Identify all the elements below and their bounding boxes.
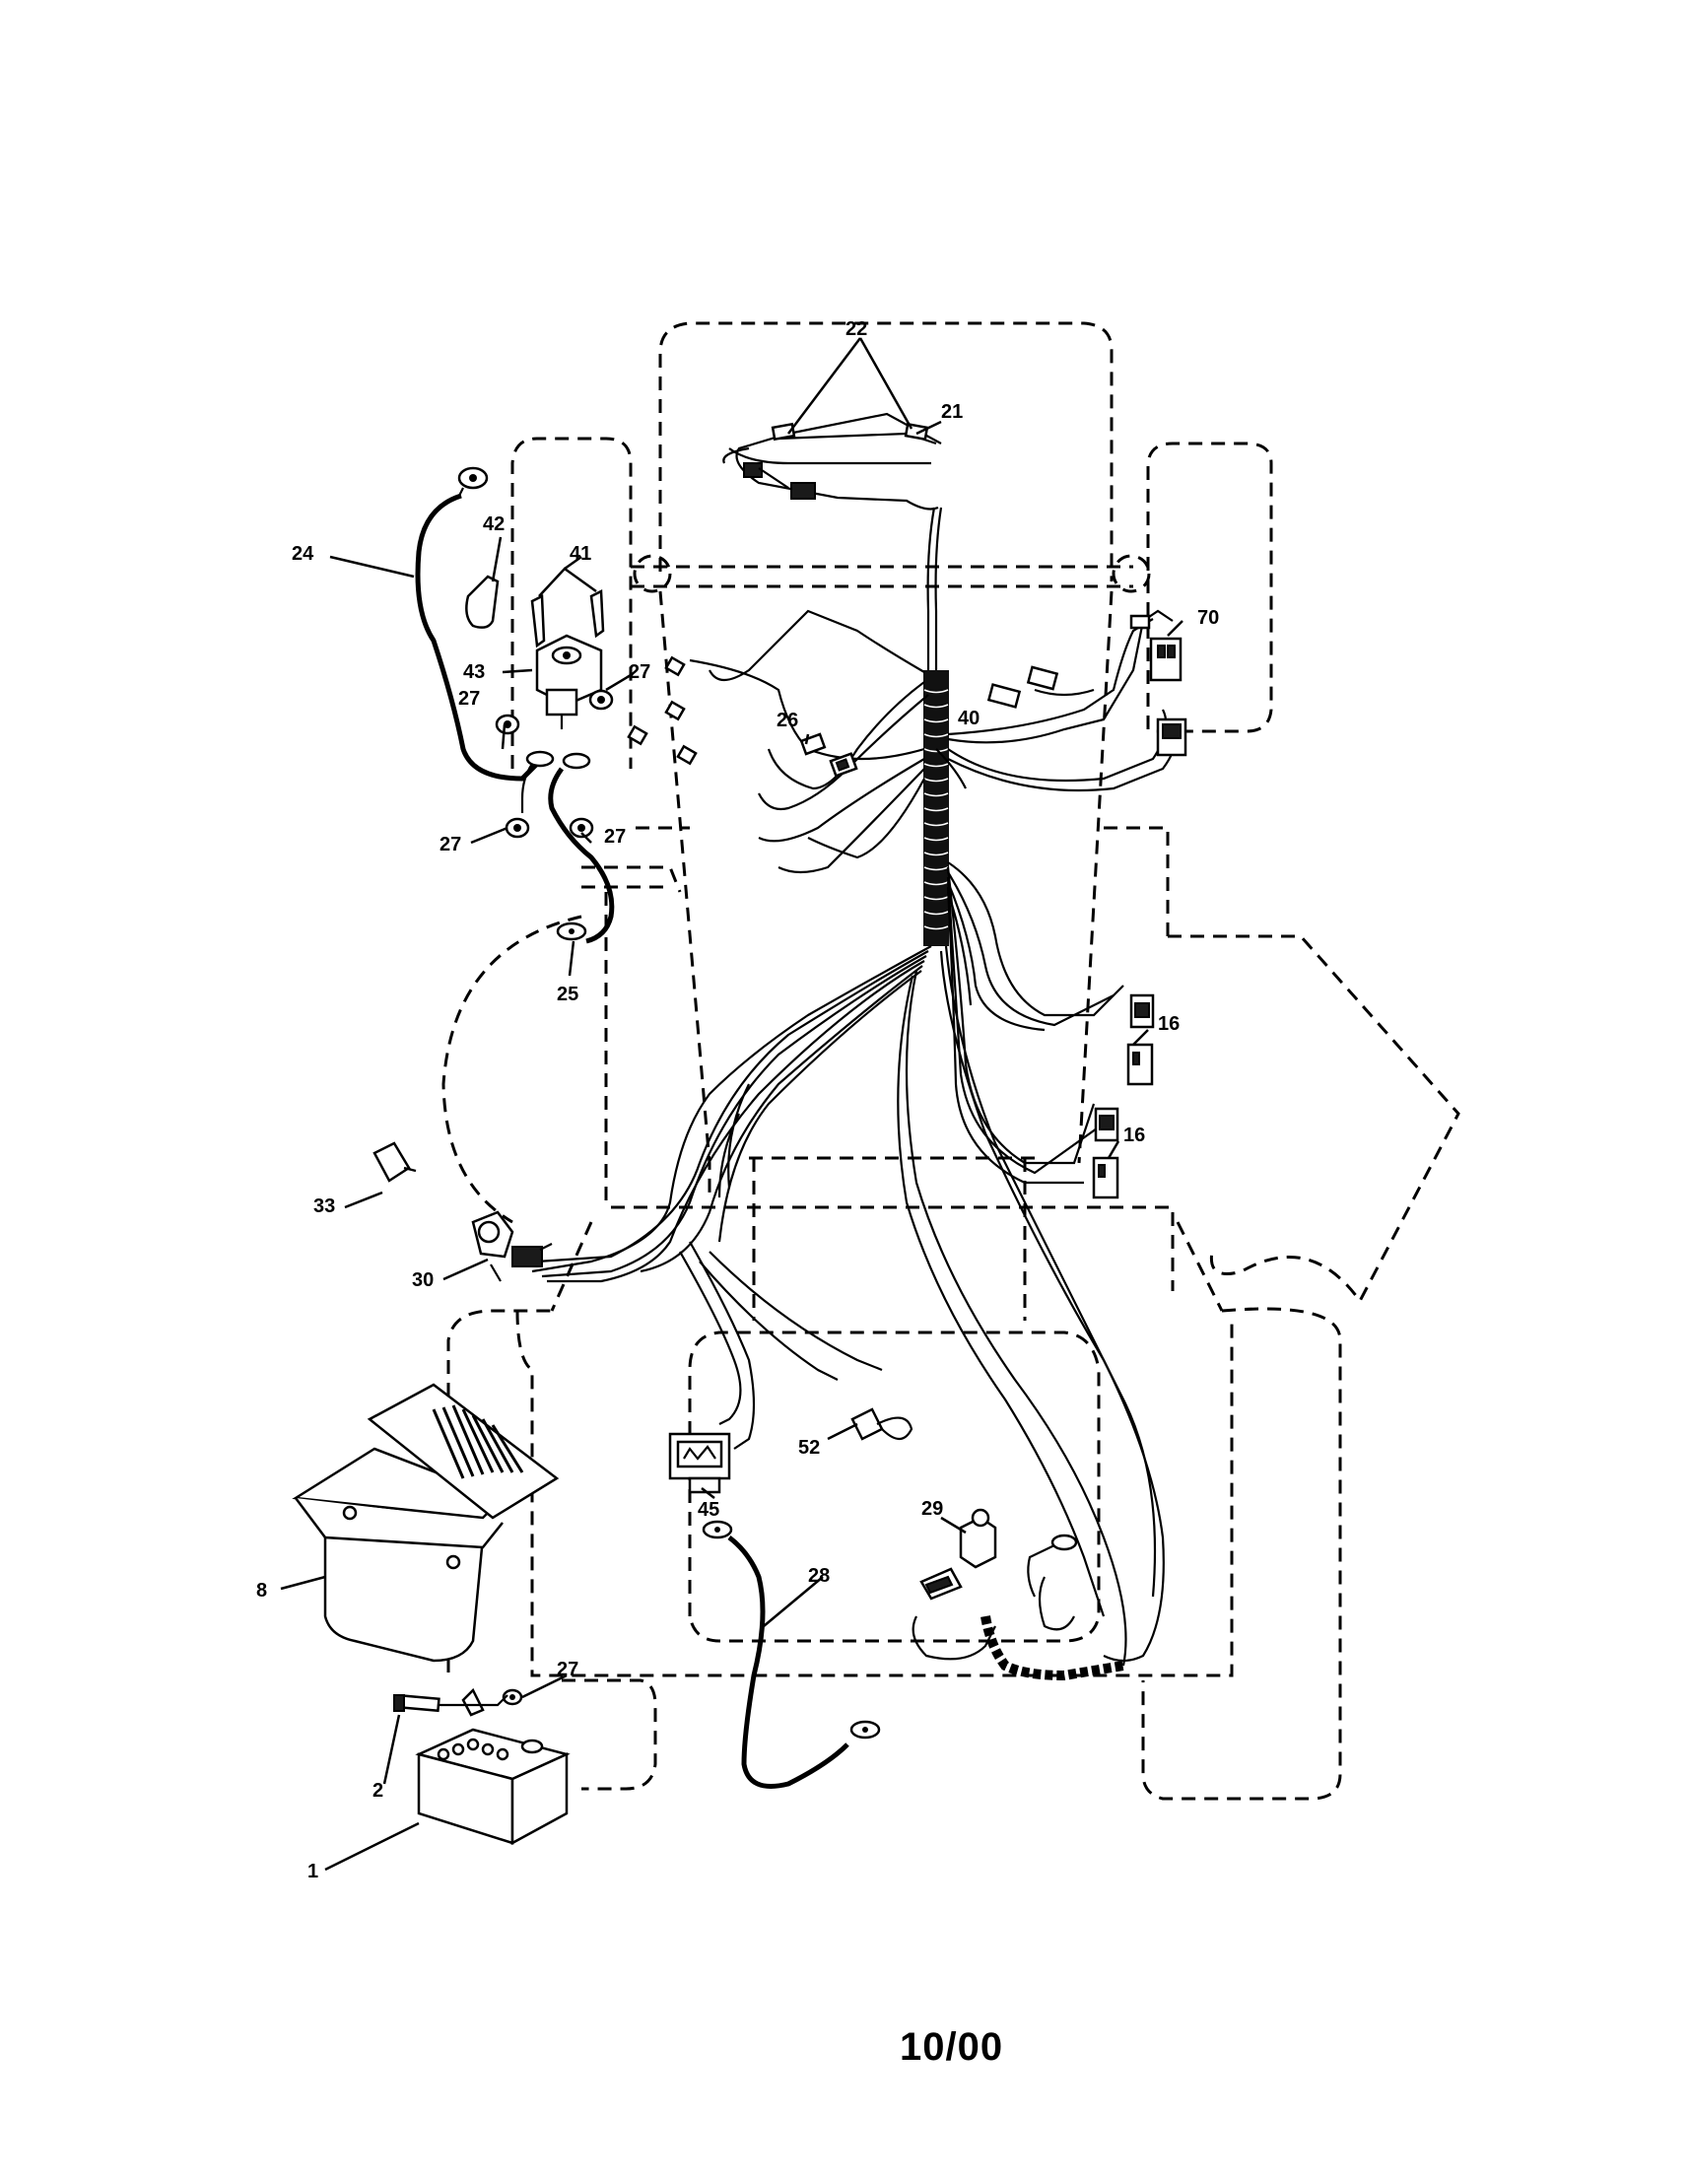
seat-switch-29 bbox=[919, 1508, 997, 1601]
label-29: 29 bbox=[921, 1498, 943, 1520]
label-16-upper: 16 bbox=[1158, 1013, 1180, 1035]
callout-leaders bbox=[280, 337, 1183, 1872]
battery-box-8 bbox=[292, 1383, 560, 1663]
ignition-switch-30 bbox=[471, 1210, 553, 1282]
label-27-battery: 27 bbox=[557, 1659, 578, 1680]
cable-25 bbox=[520, 750, 615, 944]
label-27-lower-right: 27 bbox=[604, 826, 626, 848]
label-26: 26 bbox=[777, 710, 798, 731]
switch-coil-cord bbox=[980, 1615, 1124, 1681]
label-41: 41 bbox=[570, 543, 591, 565]
connectors-16 bbox=[1092, 993, 1155, 1199]
tractor-outline bbox=[441, 321, 1460, 1801]
label-28: 28 bbox=[808, 1565, 830, 1587]
label-70: 70 bbox=[1197, 607, 1219, 629]
label-43: 43 bbox=[463, 661, 485, 683]
label-42: 42 bbox=[483, 513, 505, 535]
part-33-fuse bbox=[372, 1141, 417, 1183]
label-40: 40 bbox=[958, 708, 980, 729]
label-27-right: 27 bbox=[629, 661, 650, 683]
label-2: 2 bbox=[372, 1780, 383, 1802]
label-45: 45 bbox=[698, 1499, 719, 1521]
ground-lug bbox=[1027, 1534, 1078, 1598]
bolt-2 bbox=[393, 1687, 508, 1717]
battery-1 bbox=[415, 1728, 571, 1846]
wire-harness-sheath bbox=[923, 507, 949, 946]
label-22: 22 bbox=[845, 318, 867, 340]
label-24: 24 bbox=[292, 543, 314, 565]
callout-labels: 22 21 24 42 41 43 27 27 26 40 70 27 27 2… bbox=[256, 318, 1219, 1882]
wiring bbox=[531, 412, 1180, 1667]
nuts-27 bbox=[495, 689, 614, 1706]
label-25: 25 bbox=[557, 984, 578, 1005]
solenoid-43 bbox=[530, 567, 605, 729]
revision-date: 10/00 bbox=[900, 2025, 1003, 2069]
connectors-26 bbox=[627, 655, 858, 778]
ground-cable-24 bbox=[415, 466, 539, 782]
label-16-lower: 16 bbox=[1123, 1125, 1145, 1146]
headlight-pigtail bbox=[722, 422, 937, 500]
terminal-boot-42 bbox=[465, 575, 500, 629]
label-1: 1 bbox=[307, 1861, 318, 1882]
hour-meter-45 bbox=[668, 1432, 731, 1494]
label-8: 8 bbox=[256, 1580, 267, 1602]
label-52: 52 bbox=[798, 1437, 820, 1459]
part-52 bbox=[850, 1407, 913, 1441]
label-27-left: 27 bbox=[458, 688, 480, 710]
label-33: 33 bbox=[313, 1195, 335, 1217]
label-27-lower-left: 27 bbox=[439, 834, 461, 855]
battery-cable-28 bbox=[702, 1520, 881, 1789]
connector-70 bbox=[986, 614, 1187, 757]
label-30: 30 bbox=[412, 1269, 434, 1291]
label-21: 21 bbox=[941, 401, 963, 423]
